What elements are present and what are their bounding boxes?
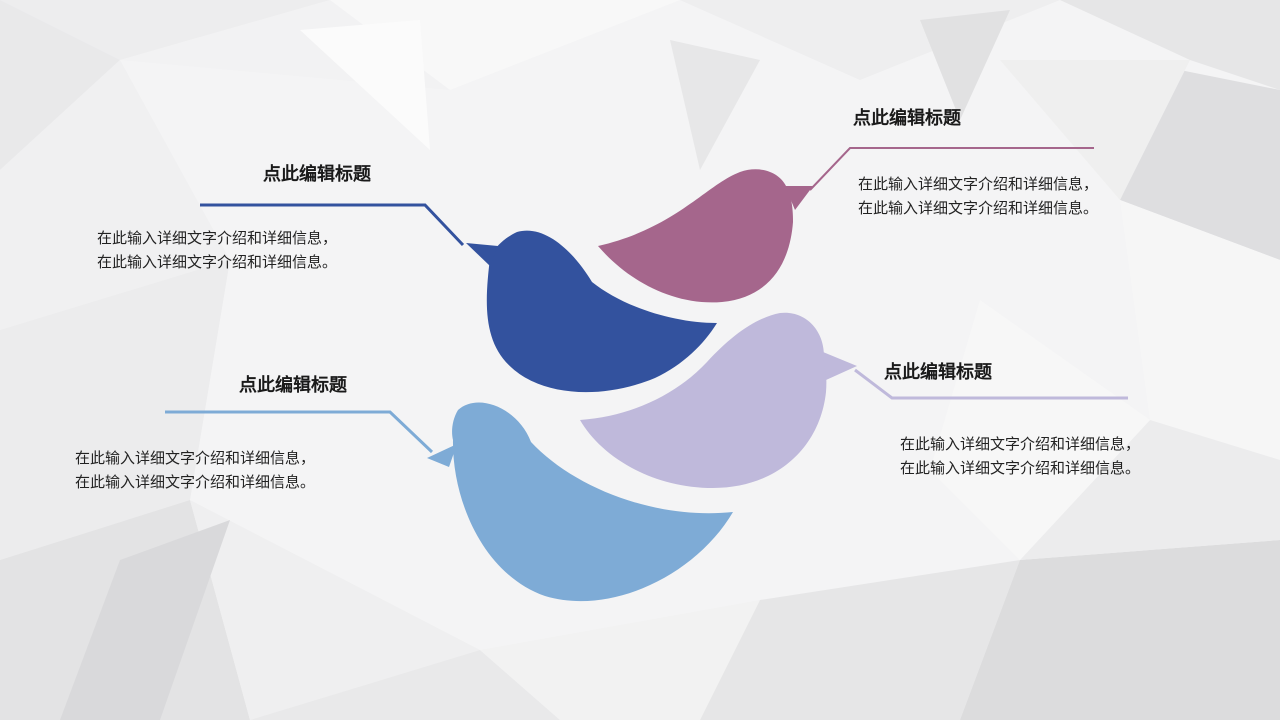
bird-lavender-body bbox=[580, 312, 827, 488]
bird-dark-blue bbox=[466, 230, 717, 393]
bird-lavender bbox=[580, 312, 857, 488]
leader-line-1 bbox=[200, 203, 465, 247]
item-4-description: 在此输入详细文字介绍和详细信息， 在此输入详细文字介绍和详细信息。 bbox=[900, 432, 1140, 480]
item-4-desc-line-2: 在此输入详细文字介绍和详细信息。 bbox=[900, 459, 1141, 477]
item-3-desc-line-2: 在此输入详细文字介绍和详细信息。 bbox=[75, 473, 316, 491]
item-2-desc-line-2: 在此输入详细文字介绍和详细信息。 bbox=[858, 199, 1099, 217]
item-1-description: 在此输入详细文字介绍和详细信息， 在此输入详细文字介绍和详细信息。 bbox=[97, 226, 337, 274]
item-1-title: 点此编辑标题 bbox=[263, 164, 371, 185]
leader-line-4 bbox=[854, 368, 1128, 400]
item-4-title: 点此编辑标题 bbox=[884, 362, 992, 383]
item-3-title: 点此编辑标题 bbox=[239, 375, 347, 396]
bird-mauve-beak bbox=[785, 186, 813, 210]
item-1-desc-line-1: 在此输入详细文字介绍和详细信息， bbox=[97, 229, 338, 247]
bird-light-blue-beak bbox=[427, 444, 457, 467]
item-3-desc-line-1: 在此输入详细文字介绍和详细信息， bbox=[75, 449, 316, 467]
bird-light-blue-body bbox=[452, 402, 733, 602]
bird-mauve-body bbox=[598, 169, 793, 303]
leader-line-2 bbox=[809, 147, 1094, 191]
bird-light-blue bbox=[427, 402, 733, 602]
bird-dark-blue-beak bbox=[466, 243, 498, 266]
item-1-desc-line-2: 在此输入详细文字介绍和详细信息。 bbox=[97, 253, 338, 271]
item-4-desc-line-1: 在此输入详细文字介绍和详细信息， bbox=[900, 435, 1141, 453]
item-2-title: 点此编辑标题 bbox=[853, 108, 961, 129]
item-2-desc-line-1: 在此输入详细文字介绍和详细信息， bbox=[858, 175, 1099, 193]
leader-line-3 bbox=[165, 410, 434, 454]
item-3-description: 在此输入详细文字介绍和详细信息， 在此输入详细文字介绍和详细信息。 bbox=[75, 446, 315, 494]
bird-mauve bbox=[598, 169, 813, 303]
item-2-description: 在此输入详细文字介绍和详细信息， 在此输入详细文字介绍和详细信息。 bbox=[858, 172, 1098, 220]
bird-dark-blue-body bbox=[486, 230, 717, 393]
bird-lavender-beak bbox=[823, 352, 857, 380]
